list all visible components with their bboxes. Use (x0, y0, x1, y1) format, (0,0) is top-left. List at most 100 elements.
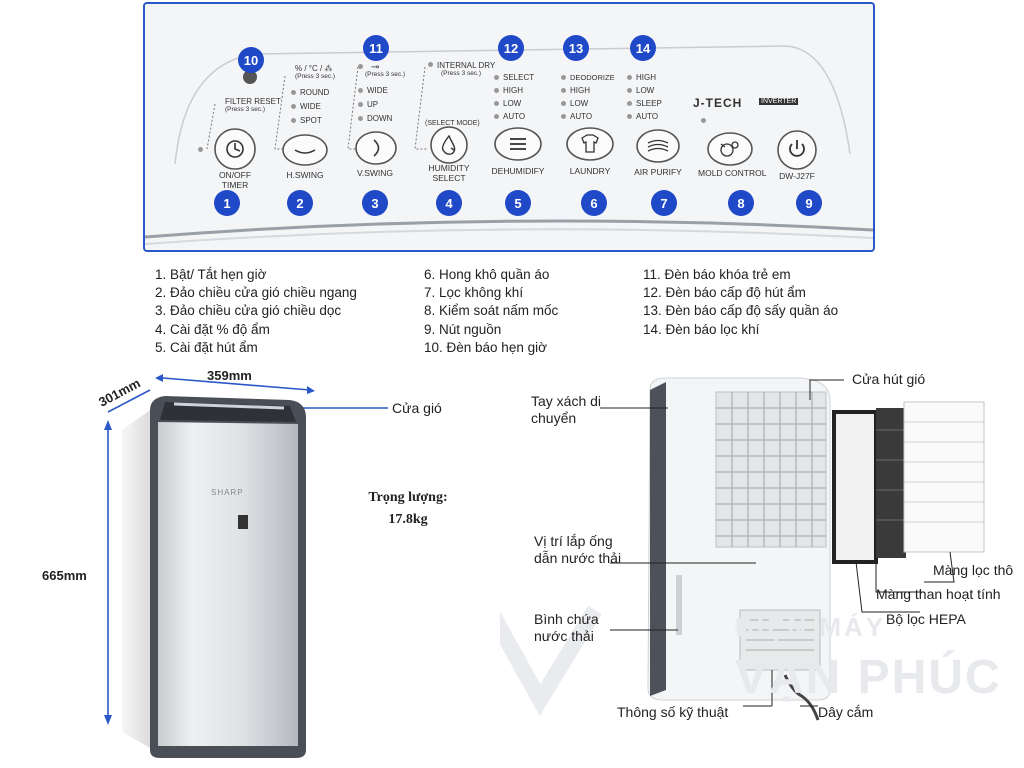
laundry-button[interactable]: LAUNDRY (560, 166, 620, 176)
air-purify-option: AUTO (636, 112, 659, 121)
laundry-option: AUTO (570, 112, 593, 121)
button-label: HUMIDITY (428, 163, 470, 173)
h-swing-button-ring (282, 134, 328, 166)
legend-item: 5. Cài đặt hút ẩm (155, 339, 258, 355)
dehumidify-option: SELECT (503, 73, 535, 82)
on-off-timer-button[interactable]: ON/OFF TIMER (205, 170, 265, 190)
legend-item: 14. Đèn báo lọc khí (643, 321, 760, 337)
badge-1: 1 (214, 190, 240, 216)
brand-logo: J-TECH (693, 96, 743, 110)
badge-4: 4 (436, 190, 462, 216)
dehumidify-option: AUTO (503, 112, 526, 121)
clock-icon (226, 140, 244, 158)
intake-grille (715, 391, 827, 548)
air-purify-option: SLEEP (636, 99, 662, 108)
callout-lines (600, 379, 955, 707)
power-cord-label: Dây cắm (818, 704, 874, 720)
air-purify-button-ring (636, 129, 680, 163)
coarse-filter-label: Màng lọc thô (933, 562, 1014, 578)
dehumidifier-front-panel (158, 422, 298, 746)
hswing-option: WIDE (300, 102, 321, 111)
front-view-illustration (104, 374, 388, 758)
button-label: ON/OFF (218, 170, 252, 180)
badge-9: 9 (796, 190, 822, 216)
carry-handle (650, 382, 666, 696)
dehumidifier-side (122, 410, 150, 748)
badge-14: 14 (630, 35, 656, 61)
specs-label: Thông số kỹ thuật (617, 704, 729, 720)
badge-7: 7 (651, 190, 677, 216)
laundry-option: LOW (570, 99, 589, 108)
legend-item: 10. Đèn báo hẹn giờ (424, 339, 547, 355)
weight-block: Trọng lượng: 17.8kg (348, 487, 468, 531)
water-tank-label: Bình chứa nước thải (534, 611, 599, 644)
carbon-filter-label: Màng than hoạt tính (876, 586, 1001, 602)
legend-column-3: 11. Đèn báo khóa trẻ em 12. Đèn báo cấp … (643, 266, 838, 339)
timer-indicator-led (243, 70, 257, 84)
badge-10: 10 (238, 47, 264, 73)
mold-icon (720, 141, 739, 157)
air-purify-button[interactable]: AIR PURIFY (628, 167, 688, 177)
button-label: H.SWING (286, 170, 324, 180)
badge-11: 11 (363, 35, 389, 61)
v-swing-button[interactable]: V.SWING (345, 168, 405, 178)
vswing-option: DOWN (367, 114, 393, 123)
intake-label: Cửa hút gió (852, 371, 926, 387)
button-label: MOLD CONTROL (698, 168, 767, 178)
laundry-button-ring (566, 127, 614, 161)
power-cord (783, 674, 820, 721)
drain-position-label: Vị trí lắp ống dẫn nước thải (534, 533, 622, 566)
h-swing-button[interactable]: H.SWING (275, 170, 335, 180)
mold-control-button[interactable]: MOLD CONTROL (698, 168, 767, 178)
control-panel: FILTER RESET (Press 3 sec.) % / °C / ⁂ (… (143, 2, 875, 252)
legend-item: 1. Bật/ Tắt hẹn giờ (155, 267, 267, 282)
model-label: DW-J27F (779, 171, 815, 181)
dehumidify-button[interactable]: DEHUMIDIFY (488, 166, 548, 176)
lock-hint: (Press 3 sec.) (365, 71, 406, 78)
humidity-select-button[interactable]: HUMIDITY SELECT (419, 163, 479, 183)
legend-item: 3. Đảo chiều cửa gió chiều dọc (155, 303, 342, 319)
child-lock-icon: ⊸ (371, 62, 380, 73)
button-label: AIR PURIFY (634, 167, 682, 177)
badge-13: 13 (563, 35, 589, 61)
h-swing-icon (294, 149, 316, 154)
water-tank-window (676, 575, 682, 635)
power-button-ring (777, 130, 817, 170)
air-outlet-label: Cửa gió (392, 400, 442, 416)
vswing-option: WIDE (367, 86, 388, 95)
button-label: SELECT (432, 173, 466, 183)
badge-5: 5 (505, 190, 531, 216)
legend-item: 8. Kiểm soát nấm mốc (424, 303, 559, 319)
watermark-logo (500, 605, 602, 716)
button-label: DEHUMIDIFY (491, 166, 545, 176)
button-label: LAUNDRY (569, 166, 611, 176)
legend-item: 11. Đèn báo khóa trẻ em (643, 267, 791, 282)
laundry-option: DEODORIZE (570, 73, 615, 82)
humidity-select-button-ring (430, 126, 468, 164)
coarse-filter (903, 401, 985, 553)
air-outlet-louver (173, 402, 285, 410)
badge-6: 6 (581, 190, 607, 216)
legend-column-1: 1. Bật/ Tắt hẹn giờ 2. Đảo chiều cửa gió… (155, 266, 357, 357)
legend-item: 12. Đèn báo cấp độ hút ẩm (643, 285, 806, 301)
filter-reset-label: FILTER RESET (225, 97, 281, 106)
legend-item: 7. Lọc không khí (424, 285, 524, 301)
v-swing-button-ring (355, 131, 397, 165)
watermark-text-1: ĐIỆN MÁY (735, 612, 887, 642)
width-label: 359mm (207, 368, 252, 383)
legend-item: 9. Nút nguồn (424, 321, 502, 337)
weight-value: 17.8kg (388, 512, 428, 527)
menu-lines-icon (510, 138, 526, 150)
hswing-option: SPOT (300, 116, 322, 125)
select-mode-label: (SELECT MODE) (425, 120, 480, 127)
hswing-option: ROUND (300, 88, 330, 97)
width-dimension-line (162, 377, 311, 391)
button-label: TIMER (221, 180, 249, 190)
vswing-option: UP (367, 100, 379, 109)
hepa-filter (832, 410, 878, 564)
depth-dimension-line (107, 389, 151, 413)
button-label: V.SWING (356, 168, 394, 178)
badge-8: 8 (728, 190, 754, 216)
air-wave-icon (647, 139, 669, 152)
badge-12: 12 (498, 35, 524, 61)
